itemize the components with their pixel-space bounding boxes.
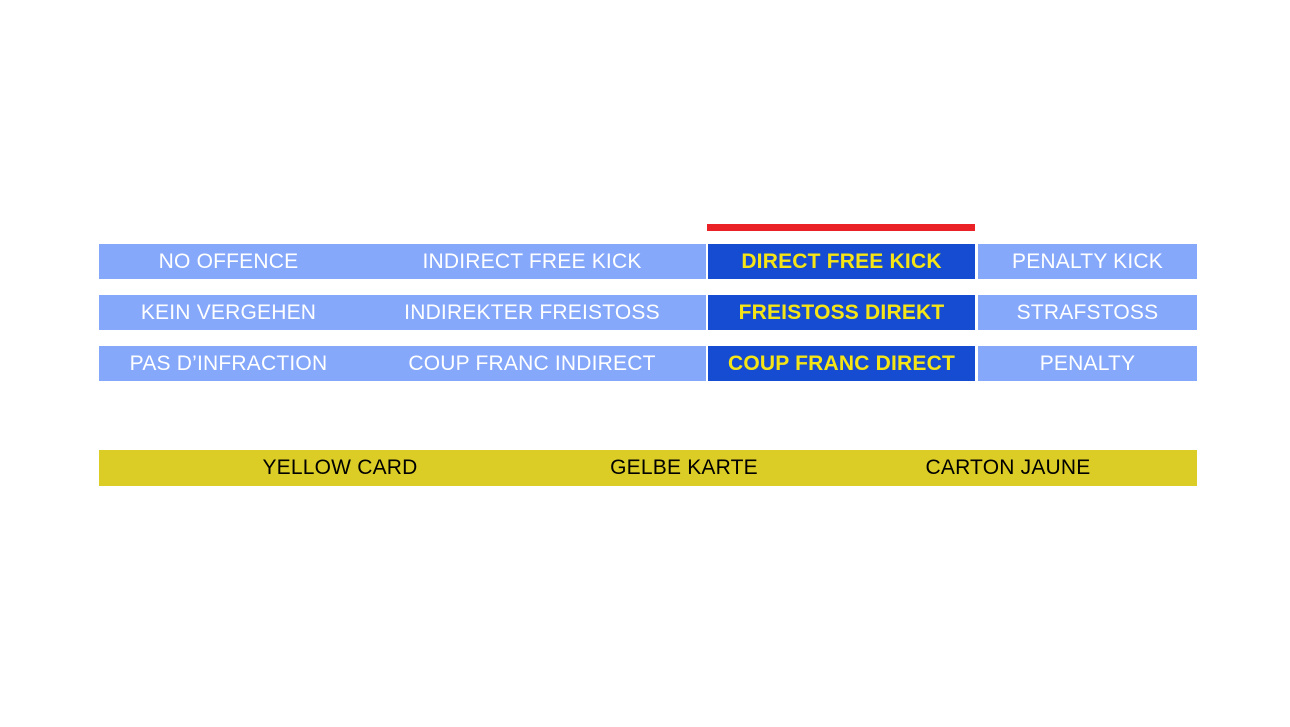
matrix-row-french: PAS D’INFRACTION COUP FRANC INDIRECT COU… [99, 346, 1197, 381]
yellow-card-label-english: YELLOW CARD [262, 456, 418, 479]
decision-matrix: NO OFFENCE INDIRECT FREE KICK DIRECT FRE… [99, 224, 1197, 381]
cell-english-penalty-kick[interactable]: PENALTY KICK [978, 244, 1197, 279]
cell-divider [975, 295, 978, 330]
cell-german-penalty-kick[interactable]: STRAFSTOSS [978, 295, 1197, 330]
cell-divider [975, 346, 978, 381]
matrix-row-english-light-group: NO OFFENCE INDIRECT FREE KICK [99, 244, 706, 279]
matrix-row-german: KEIN VERGEHEN INDIREKTER FREISTOSS FREIS… [99, 295, 1197, 330]
cell-english-no-offence[interactable]: NO OFFENCE [99, 244, 358, 279]
matrix-row-english: NO OFFENCE INDIRECT FREE KICK DIRECT FRE… [99, 244, 1197, 279]
highlight-marker-lane [99, 224, 1197, 244]
cell-english-direct-free-kick[interactable]: DIRECT FREE KICK [708, 244, 975, 279]
cell-german-indirect-free-kick[interactable]: INDIREKTER FREISTOSS [358, 295, 706, 330]
cell-french-penalty-kick[interactable]: PENALTY [978, 346, 1197, 381]
cell-divider [706, 244, 708, 279]
matrix-row-french-light-group: PAS D’INFRACTION COUP FRANC INDIRECT [99, 346, 706, 381]
yellow-card-label-german: GELBE KARTE [610, 456, 758, 479]
cell-german-direct-free-kick[interactable]: FREISTOSS DIREKT [708, 295, 975, 330]
cell-divider [706, 346, 708, 381]
cell-divider [706, 295, 708, 330]
cell-divider [975, 244, 978, 279]
cell-french-no-offence[interactable]: PAS D’INFRACTION [99, 346, 358, 381]
cell-french-direct-free-kick[interactable]: COUP FRANC DIRECT [708, 346, 975, 381]
yellow-card-bar[interactable]: YELLOW CARD GELBE KARTE CARTON JAUNE [99, 450, 1197, 486]
red-highlight-marker [707, 224, 975, 231]
cell-german-no-offence[interactable]: KEIN VERGEHEN [99, 295, 358, 330]
cell-french-indirect-free-kick[interactable]: COUP FRANC INDIRECT [358, 346, 706, 381]
yellow-card-label-french: CARTON JAUNE [925, 456, 1091, 479]
matrix-row-german-light-group: KEIN VERGEHEN INDIREKTER FREISTOSS [99, 295, 706, 330]
cell-english-indirect-free-kick[interactable]: INDIRECT FREE KICK [358, 244, 706, 279]
